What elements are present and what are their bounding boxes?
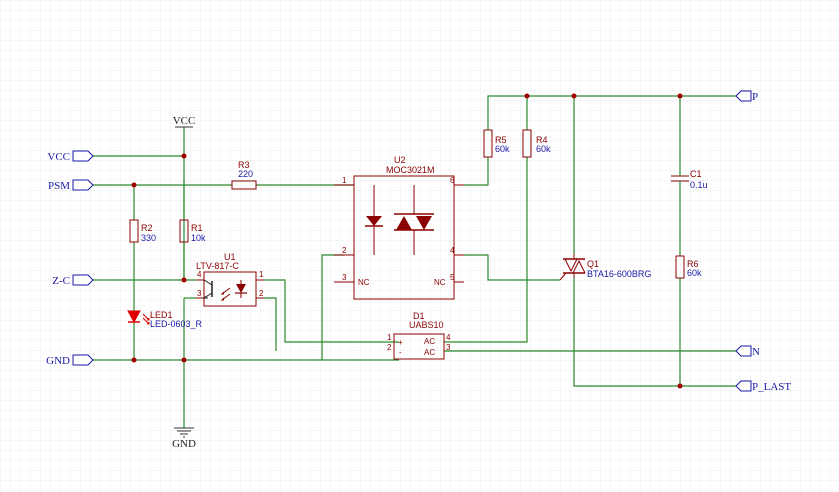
resistor-r1: R1 10k (179, 219, 206, 243)
port-gnd: GND (46, 354, 94, 367)
r1-designator: R1 (191, 223, 203, 233)
r2-designator: R2 (141, 223, 153, 233)
d1-plus: + (398, 338, 403, 347)
capacitor-c1: C1 0.1u (671, 169, 708, 190)
d1-pin2: 2 (387, 343, 392, 352)
u2-value: MOC3021M (386, 165, 435, 175)
u2-pin4: 4 (450, 246, 455, 255)
u1-value: LTV-817-C (196, 261, 239, 271)
junctions (131, 93, 683, 389)
u2-nc-right: NC (434, 278, 446, 287)
u1-pin3: 3 (197, 289, 202, 298)
optocoupler-u1: 4 3 1 2 U1 LTV-817-C (196, 252, 264, 307)
r4-value: 60k (536, 144, 551, 154)
d1-ac1: AC (424, 337, 435, 346)
port-n: N (735, 345, 760, 358)
u2-pin1: 1 (342, 176, 347, 185)
d1-pin1: 1 (387, 333, 392, 342)
triac-q1: Q1 BTA16-600BRG (559, 254, 651, 281)
r5-designator: R5 (495, 135, 507, 145)
d1-minus: - (399, 348, 402, 357)
led1-designator: LED1 (150, 310, 173, 320)
led-led1: LED1 LED-0603_R (127, 310, 203, 329)
u1-designator: U1 (224, 252, 236, 262)
r5-value: 60k (495, 144, 510, 154)
led1-value: LED-0603_R (150, 319, 203, 329)
d1-ac2: AC (424, 348, 435, 357)
port-psm-label: PSM (48, 180, 70, 192)
resistor-r4: R4 60k (522, 129, 551, 158)
c1-designator: C1 (690, 169, 702, 179)
port-p-last: P_LAST (735, 380, 791, 393)
resistor-r2: R2 330 (129, 219, 156, 243)
u2-pin2: 2 (342, 246, 347, 255)
d1-pin3: 3 (446, 343, 451, 352)
u2-designator: U2 (394, 155, 406, 165)
u2-nc-left: NC (358, 278, 370, 287)
vcc-power-symbol: VCC (173, 115, 196, 128)
port-gnd-label: GND (46, 355, 70, 367)
u1-pin2: 2 (259, 289, 264, 298)
c1-value: 0.1u (690, 180, 708, 190)
u1-pin1: 1 (259, 270, 264, 279)
vcc-power-label: VCC (173, 115, 196, 127)
d1-pin4: 4 (446, 333, 451, 342)
r1-value: 10k (191, 233, 206, 243)
d1-designator: D1 (413, 311, 425, 321)
port-zc-label: Z-C (52, 275, 70, 287)
resistor-r6: R6 60k (675, 255, 702, 279)
r2-value: 330 (141, 233, 156, 243)
port-zc: Z-C (52, 274, 94, 287)
r3-designator: R3 (238, 160, 250, 170)
port-n-label: N (752, 346, 760, 358)
gnd-power-symbol: GND (172, 427, 196, 450)
resistor-r5: R5 60k (483, 129, 510, 158)
q1-value: BTA16-600BRG (587, 269, 651, 279)
r4-designator: R4 (536, 135, 548, 145)
u1-pin4: 4 (197, 270, 202, 279)
port-vcc: VCC (47, 150, 94, 163)
d1-value: UABS10 (409, 320, 444, 330)
port-p: P (735, 90, 758, 103)
r3-value: 220 (238, 169, 253, 179)
r6-designator: R6 (687, 259, 699, 269)
port-p-last-label: P_LAST (752, 381, 791, 393)
optotriac-u2: 1 2 3 6 4 5 NC NC U2 MOC3021M (334, 155, 464, 300)
gnd-power-label: GND (172, 438, 196, 450)
u2-pin6: 6 (450, 176, 455, 185)
resistor-r3: R3 220 (231, 160, 257, 190)
u2-pin3: 3 (342, 273, 347, 282)
port-psm: PSM (48, 179, 94, 192)
bridge-rectifier-d1: 1 2 4 3 + - AC AC D1 UABS10 (387, 311, 451, 360)
port-p-label: P (752, 91, 758, 103)
r6-value: 60k (687, 268, 702, 278)
port-vcc-label: VCC (47, 151, 70, 163)
u2-pin5: 5 (450, 273, 455, 282)
q1-designator: Q1 (587, 259, 599, 269)
